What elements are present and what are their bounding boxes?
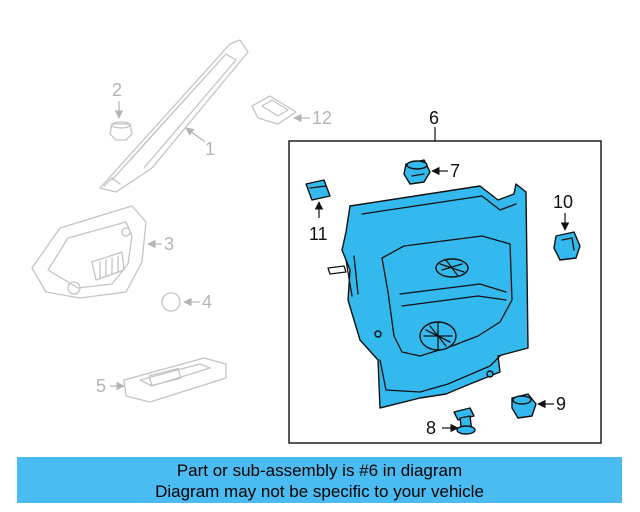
- callout-2: 2: [112, 80, 122, 100]
- callout-7: 7: [450, 161, 460, 181]
- part-5-bracket: [123, 357, 227, 403]
- part-3-quarter-trim: [31, 205, 147, 299]
- callout-8: 8: [426, 418, 436, 438]
- part-4-grommet: [161, 292, 181, 312]
- banner-line-2: Diagram may not be specific to your vehi…: [155, 482, 484, 501]
- info-banner: Part or sub-assembly is #6 in diagram Di…: [17, 457, 622, 503]
- part-12-vent: [251, 95, 297, 125]
- leader-1: [185, 127, 206, 143]
- callout-11: 11: [309, 224, 328, 244]
- part-2-clip: [109, 121, 133, 141]
- banner-line-1: Part or sub-assembly is #6 in diagram: [176, 461, 463, 480]
- part-1-pillar-trim: [99, 39, 249, 193]
- callout-9: 9: [556, 394, 566, 414]
- part-6-trim-panel: [327, 183, 529, 409]
- part-9-clip: [511, 393, 537, 419]
- part-8-bolt: [453, 407, 476, 435]
- part-7-clip: [403, 159, 431, 185]
- part-10-clip: [553, 231, 581, 261]
- assembly-frame: [288, 140, 602, 444]
- callout-4: 4: [202, 292, 212, 312]
- callout-10: 10: [553, 192, 573, 212]
- callout-6: 6: [429, 108, 439, 128]
- callout-1: 1: [205, 139, 215, 159]
- callout-12: 12: [312, 108, 332, 128]
- callout-3: 3: [164, 234, 174, 254]
- callout-5: 5: [96, 376, 106, 396]
- parts-diagram: 1 2 12 3 4 5 6: [31, 39, 602, 444]
- part-11-fastener: [305, 179, 331, 201]
